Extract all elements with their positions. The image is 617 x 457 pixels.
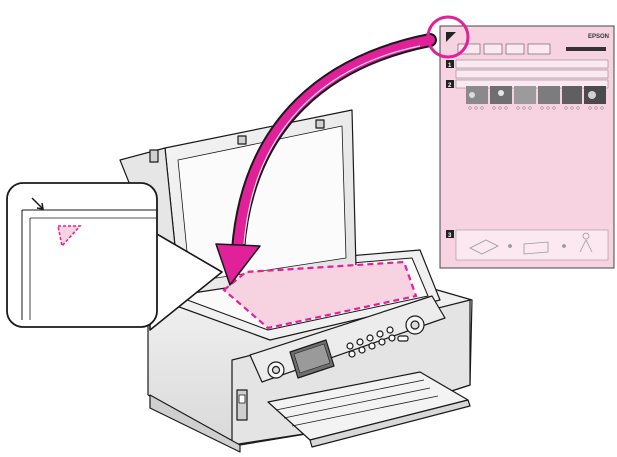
card-slot	[237, 390, 247, 420]
photo-index-sheet: EPSON 1 2	[440, 26, 614, 268]
photo-thumbnail	[538, 86, 560, 104]
thumbnail-row	[466, 86, 606, 104]
photo-thumbnail	[514, 86, 536, 104]
sheet-brand: EPSON	[588, 34, 609, 40]
photo-thumbnail	[562, 86, 582, 104]
